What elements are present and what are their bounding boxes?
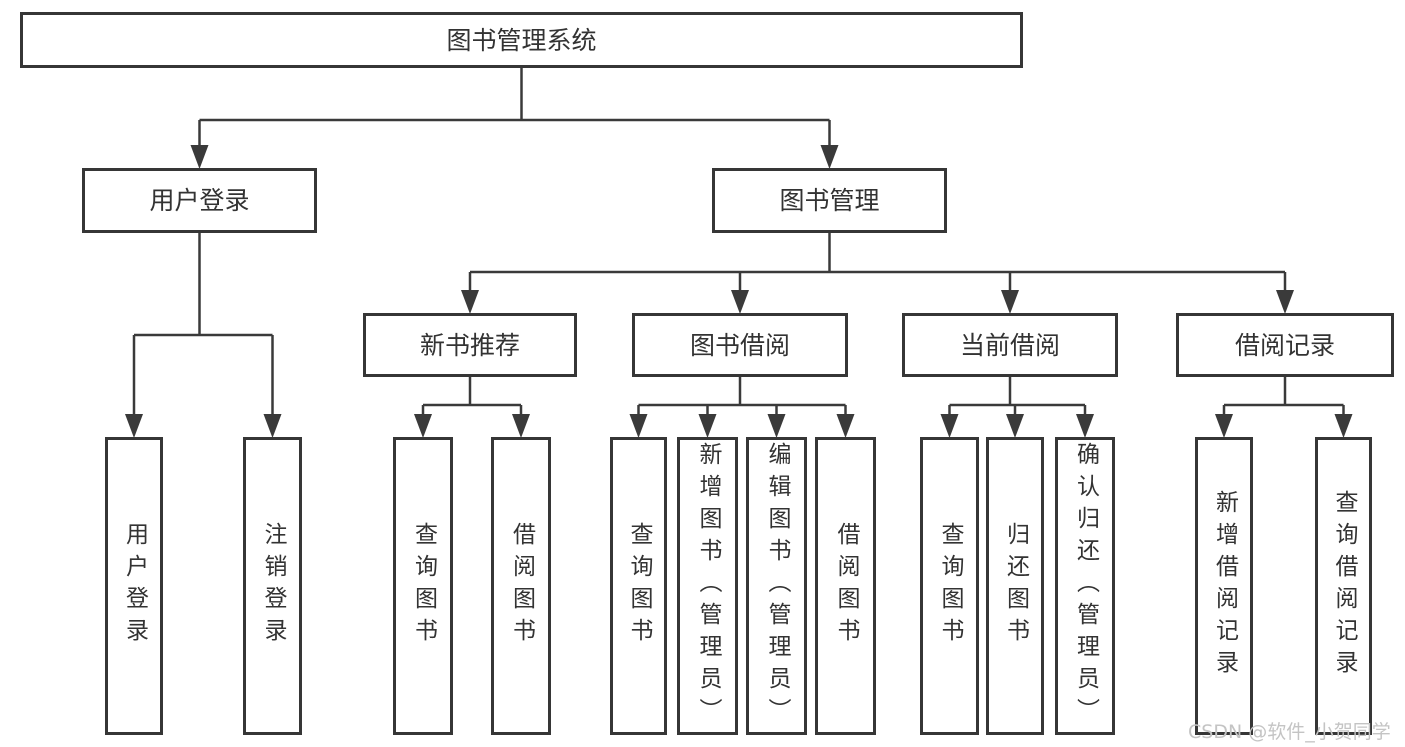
node-label-leaf-query-book-2: 查询图书	[626, 522, 652, 650]
node-leaf-user-login: 用户登录	[105, 437, 163, 735]
node-label-leaf-borrow-book-2: 借阅图书	[833, 522, 859, 650]
node-label-leaf-edit-book: 编辑图书（管理员）	[764, 442, 790, 730]
node-leaf-borrow-book-2: 借阅图书	[815, 437, 876, 735]
node-label-leaf-borrow-book-1: 借阅图书	[508, 522, 535, 650]
arrowhead-icon	[190, 145, 209, 169]
node-label-leaf-logout: 注销登录	[260, 522, 286, 650]
arrowhead-icon	[512, 414, 530, 438]
arrowhead-icon	[1076, 414, 1094, 438]
node-new-book-rec: 新书推荐	[363, 313, 577, 377]
node-label-book-mgmt: 图书管理	[779, 186, 880, 215]
node-borrow-record: 借阅记录	[1176, 313, 1394, 377]
arrowhead-icon	[1334, 414, 1353, 438]
arrowhead-icon	[1215, 414, 1233, 438]
arrowhead-icon	[698, 414, 717, 438]
node-book-mgmt: 图书管理	[712, 168, 947, 233]
node-leaf-query-book-2: 查询图书	[610, 437, 667, 735]
node-label-leaf-query-book-3: 查询图书	[937, 522, 963, 650]
node-leaf-edit-book: 编辑图书（管理员）	[746, 437, 807, 735]
node-label-leaf-user-login: 用户登录	[121, 522, 148, 650]
node-label-borrow-record: 借阅记录	[1234, 330, 1335, 360]
node-label-leaf-confirm-return: 确认归还（管理员）	[1072, 442, 1099, 730]
watermark: CSDN @软件_小贺同学	[1188, 721, 1391, 743]
node-label-leaf-return-book: 归还图书	[1002, 522, 1029, 650]
arrowhead-icon	[461, 290, 479, 314]
node-user-login: 用户登录	[82, 168, 317, 233]
arrowhead-icon	[414, 414, 432, 438]
node-label-book-borrow: 图书借阅	[689, 330, 790, 360]
node-label-user-login: 用户登录	[149, 186, 250, 215]
node-label-leaf-query-borrow-record: 查询借阅记录	[1331, 490, 1357, 682]
arrowhead-icon	[125, 414, 143, 438]
arrowhead-icon	[731, 290, 749, 314]
node-label-new-book-rec: 新书推荐	[419, 330, 520, 360]
arrowhead-icon	[940, 414, 959, 438]
node-leaf-query-book-3: 查询图书	[920, 437, 979, 735]
arrowhead-icon	[836, 414, 855, 438]
node-label-current-borrow: 当前借阅	[959, 330, 1060, 360]
node-current-borrow: 当前借阅	[902, 313, 1118, 377]
node-leaf-borrow-book-1: 借阅图书	[491, 437, 551, 735]
node-leaf-query-book-1: 查询图书	[393, 437, 453, 735]
node-leaf-add-borrow-record: 新增借阅记录	[1195, 437, 1253, 735]
node-label-leaf-add-book: 新增图书（管理员）	[695, 442, 721, 730]
arrowhead-icon	[263, 414, 282, 438]
arrowhead-icon	[1006, 414, 1024, 438]
node-label-leaf-query-book-1: 查询图书	[410, 522, 437, 650]
node-leaf-return-book: 归还图书	[986, 437, 1044, 735]
arrowhead-icon	[1001, 290, 1019, 314]
node-leaf-add-book: 新增图书（管理员）	[677, 437, 738, 735]
arrowhead-icon	[820, 145, 839, 169]
node-leaf-confirm-return: 确认归还（管理员）	[1055, 437, 1115, 735]
node-label-leaf-add-borrow-record: 新增借阅记录	[1211, 490, 1238, 682]
arrowhead-icon	[629, 414, 648, 438]
node-leaf-logout: 注销登录	[243, 437, 302, 735]
arrowhead-icon	[767, 414, 786, 438]
node-book-borrow: 图书借阅	[632, 313, 848, 377]
node-leaf-query-borrow-record: 查询借阅记录	[1315, 437, 1372, 735]
node-label-root: 图书管理系统	[446, 25, 597, 55]
arrowhead-icon	[1276, 290, 1294, 314]
node-root: 图书管理系统	[20, 12, 1023, 68]
